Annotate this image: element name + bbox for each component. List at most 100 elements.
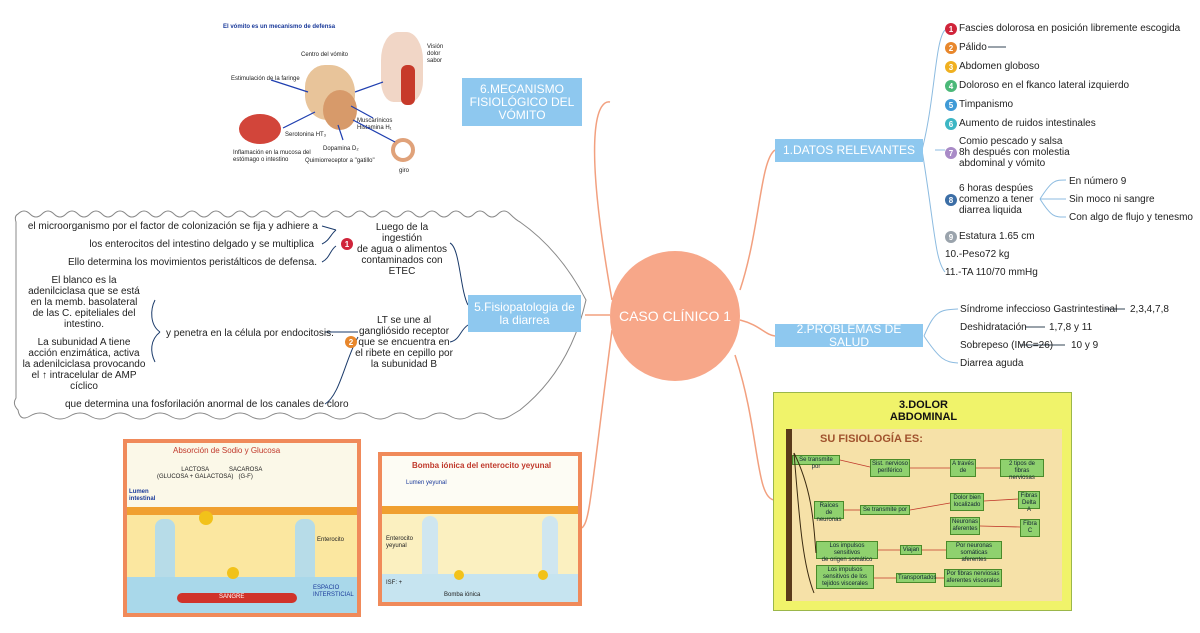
bomba-label-lumen: Lumen yeyunal [406,480,447,486]
dolor-abdominal-image: 3.DOLOR ABDOMINAL SU FISIOLOGÍA ES: Se t… [773,392,1072,611]
diarrea-subitem: En número 9 [1069,176,1127,187]
dolor-box: Fibra C [1020,519,1040,537]
topic-datos-relevantes[interactable]: 1.DATOS RELEVANTES [775,139,923,162]
brainstem-shape [323,90,357,130]
problema-item: Sobrepeso (IMC=26) [960,340,1054,351]
datos-item-text: Abdomen globoso [959,61,1040,72]
fisio-endocitosis: y penetra en la célula por endocitosis. [166,328,334,339]
atp-circle [454,570,464,580]
datos-item-text: Timpanismo [959,99,1014,110]
problema-item: Diarrea aguda [960,358,1024,369]
vomit-image-title: El vómito es un mecanismo de defensa [223,24,336,30]
item-number-badge: 4 [945,80,957,92]
problema-item: Deshidratación [960,322,1027,333]
dolor-box: Dolor bien localizado [950,493,984,511]
dolor-box: Los impulsos sensitivos de los tejidos v… [816,565,874,589]
vomit-arrows [270,79,396,143]
problema-ref: 2,3,4,7,8 [1130,304,1169,315]
vomit-label-serotonina: Serotonina HT₃ [285,132,327,138]
topic-fisiopatologia[interactable]: 5.Fisiopatologia de la diarrea [468,295,581,332]
fisio-subunidad: La subunidad A tiene acción enzimática, … [22,337,146,392]
dolor-box: A través de [950,459,976,477]
item-number-badge: 1 [945,23,957,35]
central-topic-label: CASO CLÍNICO 1 [618,308,732,324]
datos-item-text: Fascies dolorosa en posición libremente … [959,23,1181,34]
topic-problemas-salud[interactable]: 2.PROBLEMAS DE SALUD [775,321,923,349]
vomit-label-dopamina: Dopamina D₂ [323,146,359,152]
bomba-label-bomba: Bomba iónica [444,592,481,598]
topic-mecanismo-vomito[interactable]: 6.MECANISMO FISIOLÓGICO DEL VÓMITO [462,78,582,126]
dolor-title: 3.DOLOR ABDOMINAL [889,399,958,423]
dolor-box: Sist. nervioso periférico [870,459,910,477]
diarrea-subitem: Con algo de flujo y tenesmo [1069,212,1193,223]
dolor-box: Raíces de neuronas [814,501,844,523]
atp-circle [538,570,548,580]
intercellular-space [422,516,438,574]
datos-item-text: 10.-Peso72 kg [945,249,1010,260]
dolor-box: Por fibras nerviosas aferentes viscerale… [944,569,1002,587]
sodio-label-sacarosa: SACAROSA (G-F) [229,467,263,480]
vomit-label-centro: Centro del vómito [301,52,349,58]
vomit-side-labels: Visión dolor sabor [427,44,443,64]
item-number-badge: 6 [945,118,957,130]
sodio-image-title: Absorción de Sodio y Glucosa [173,446,281,455]
datos-item-text: Aumento de ruidos intestinales [959,118,1096,129]
datos-item-text: Estatura 1.65 cm [959,231,1035,242]
stomach-shape [239,114,281,144]
sodio-label-espacio: ESPACIO INTERSTICIAL [313,585,354,598]
fisio-blanco: El blanco es la adenilciclasa que se est… [28,275,140,330]
problema-item: Síndrome infeccioso Gastrintestinal [960,304,1118,315]
sodio-label-sangre: SANGRE [219,594,245,600]
vomit-label-inflamacion: Inflamación en la mucosa del estómago o … [233,150,311,163]
vomit-mechanism-image: El vómito es un mecanismo de defensa Cen… [223,20,443,188]
sodio-label-lumen: Lumen intestinal [129,489,156,502]
topic-label: 2.PROBLEMAS DE SALUD [796,321,902,349]
topic-label: 6.MECANISMO FISIOLÓGICO DEL VÓMITO [469,81,575,122]
fisio-step1-detail: el microorganismo por el factor de colon… [27,221,318,232]
datos-item-text: Pálido [959,42,987,53]
dolor-subtitle: SU FISIOLOGÍA ES: [820,433,923,445]
vomit-label-faringe: Estimulación de la faringe [231,76,300,82]
item-number-badge: 7 [945,147,957,159]
bomba-label-enterocito: Enterocito yeyunal [386,536,414,549]
fisio-step1: Luego de la ingestión de agua o alimento… [356,222,448,277]
dolor-box: Viajan [900,545,922,555]
sodio-glucosa-image: Absorción de Sodio y Glucosa LACTOSA (GL… [123,439,361,617]
blood-vessel [177,593,297,603]
membrane-band [127,507,357,515]
dolor-panel-edge [786,429,792,601]
membrane-band [382,506,578,514]
bomba-image-title: Bomba iónica del enterocito yeyunal [412,461,552,470]
vomit-label-giro: giro [399,168,410,174]
intercellular-space [542,516,558,574]
ear-shape [391,138,415,162]
dolor-arrows [793,452,1021,594]
diarrea-subitem: Sin moco ni sangre [1069,194,1155,205]
topic-label: 5.Fisiopatologia de la diarrea [474,299,575,327]
item-number-badge: 2 [945,42,957,54]
fisio-step1-detail: Ello determina los movimientos peristált… [67,257,317,268]
item-number-badge: 8 [945,194,957,206]
datos-item-text: Comio pescado y salsa 8h después con mol… [959,136,1070,169]
dolor-box: 2 tipos de fibras nerviosas [1000,459,1044,481]
step-number-2: 2 [345,336,357,348]
intercellular-space [155,519,175,577]
dolor-box: Se transmite por [860,505,910,515]
wavy-border [13,210,587,420]
item-number-badge: 9 [945,231,957,243]
dolor-box: Por neuronas somáticas aferentes [946,541,1002,563]
datos-item-text: Doloroso en el fkanco lateral izquierdo [959,80,1130,91]
problema-ref: 1,7,8 y 11 [1049,322,1093,333]
fisio-step2: LT se une al gangliósido receptor que se… [355,315,453,370]
topic-label: 1.DATOS RELEVANTES [782,143,916,157]
bomba-label-isf: ISF: + [386,580,403,586]
atp-circle [227,567,239,579]
datos-item-text: 11.-TA 110/70 mmHg [945,267,1038,278]
dolor-box: Neuronas aferentes [950,517,980,535]
dolor-box: Los impulsos sensitivos de origen somáti… [816,541,878,563]
central-topic[interactable]: CASO CLÍNICO 1 [610,251,740,381]
datos-item-text: 6 horas despúes comenzo a tener diarrea … [959,183,1034,216]
vomit-label-quimio: Quimiorreceptor a "gatillo" [305,158,375,164]
dolor-box: Transportados [896,573,937,583]
